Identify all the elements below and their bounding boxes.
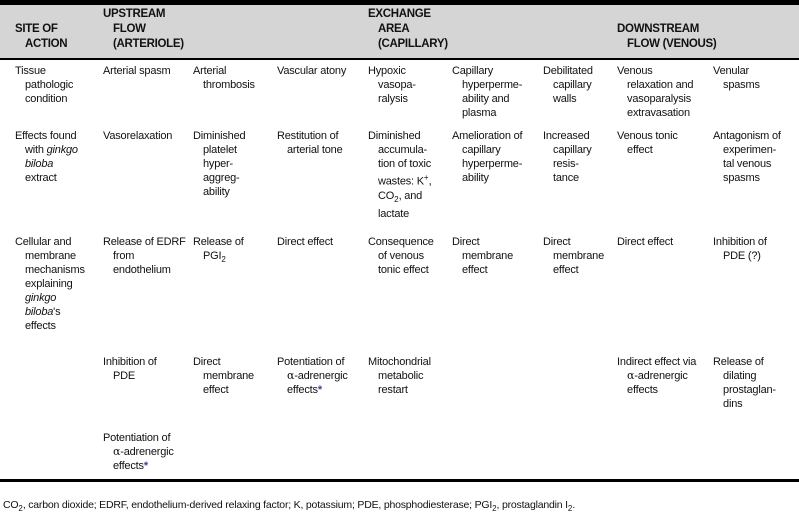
table-cell: Effects found with ginkgo biloba extract <box>15 130 78 184</box>
table-cell: Arterial thrombosis <box>193 65 255 91</box>
table-cell: Arterial spasm <box>103 65 171 77</box>
table-cell: Amelioration of capillary hyperperme- ab… <box>452 130 523 184</box>
table-cell <box>617 427 713 479</box>
table-cell: Inhibition of PDE (?) <box>713 236 767 262</box>
table-cell: Restitution of arterial tone <box>277 130 343 156</box>
table-cell: Direct membrane effect <box>543 236 604 276</box>
column-header-site-of-action: SITE OF ACTION <box>0 5 103 60</box>
table-cell: Vascular atony <box>277 65 347 77</box>
table-cell: Indirect effect via α-adrenergic effects <box>617 356 697 396</box>
table-cell: Direct membrane effect <box>193 356 254 396</box>
table-cell <box>543 427 617 479</box>
table-cell: Debilitated capillary walls <box>543 65 593 105</box>
top-rule <box>0 0 799 5</box>
table-cell: Venular spasms <box>713 65 760 91</box>
table-row: Cellular and membrane mechanisms explain… <box>0 231 799 351</box>
table-cell: Diminished accumula- tion of toxic waste… <box>368 130 432 220</box>
table-row: Effects found with ginkgo biloba extract… <box>0 125 799 231</box>
ginkgo-mechanisms-table: SITE OF ACTION UPSTREAM FLOW (ARTERIOLE)… <box>0 5 799 479</box>
table-cell: Increased capillary resis- tance <box>543 130 592 184</box>
table-cell: Direct effect <box>617 236 673 248</box>
table-cell: Diminished platelet hyper- aggreg- abili… <box>193 130 246 198</box>
column-header-exchange-area: EXCHANGE AREA (CAPILLARY) <box>368 5 618 60</box>
column-header-upstream-flow: UPSTREAM FLOW (ARTERIOLE) <box>103 5 369 60</box>
table-cell <box>368 427 452 479</box>
table-cell: Potentiation of α-adrenergic effects* <box>277 356 348 396</box>
table-cell <box>452 351 543 427</box>
table-cell: Venous relaxation and vasoparalysis extr… <box>617 65 694 119</box>
table-cell: Capillary hyperperme- ability and plasma <box>452 65 523 119</box>
table-cell: Consequence of venous tonic effect <box>368 236 434 276</box>
table-cell: Venous tonic effect <box>617 130 678 156</box>
table-cell: Cellular and membrane mechanisms explain… <box>15 236 85 332</box>
table-cell: Direct effect <box>277 236 333 248</box>
column-header-downstream-flow: DOWNSTREAM FLOW (VENOUS) <box>617 5 799 60</box>
table-cell: Release of EDRF from endothelium <box>103 236 186 276</box>
table-cell <box>713 427 799 479</box>
abbreviations-footnote: CO2, carbon dioxide; EDRF, endothelium-d… <box>3 499 576 514</box>
table-cell: Release of PGI2 <box>193 236 244 265</box>
table-row: Potentiation of α-adrenergic effects* <box>0 427 799 479</box>
table-footnotes: CO2, carbon dioxide; EDRF, endothelium-d… <box>0 479 799 521</box>
table-cell: Vasorelaxation <box>103 130 173 142</box>
table-cell <box>193 427 277 479</box>
header-row: SITE OF ACTION UPSTREAM FLOW (ARTERIOLE)… <box>0 5 799 60</box>
table-cell: Direct membrane effect <box>452 236 513 276</box>
table-row: Tissue pathologic condition Arterial spa… <box>0 59 799 125</box>
table-cell: Antagonism of experimen- tal venous spas… <box>713 130 781 184</box>
table-cell: Potentiation of α-adrenergic effects* <box>103 432 174 472</box>
table-cell: Mitochondrial metabolic restart <box>368 356 431 396</box>
table-cell: Tissue pathologic condition <box>15 65 74 105</box>
table-cell <box>277 427 368 479</box>
table-cell <box>452 427 543 479</box>
table-cell: Hypoxic vasopa- ralysis <box>368 65 416 105</box>
table-cell: Inhibition of PDE <box>103 356 157 382</box>
table-cell: Release of dilating prostaglan- dins <box>713 356 776 410</box>
table-cell <box>543 351 617 427</box>
table-row: Inhibition of PDE Direct membrane effect… <box>0 351 799 427</box>
